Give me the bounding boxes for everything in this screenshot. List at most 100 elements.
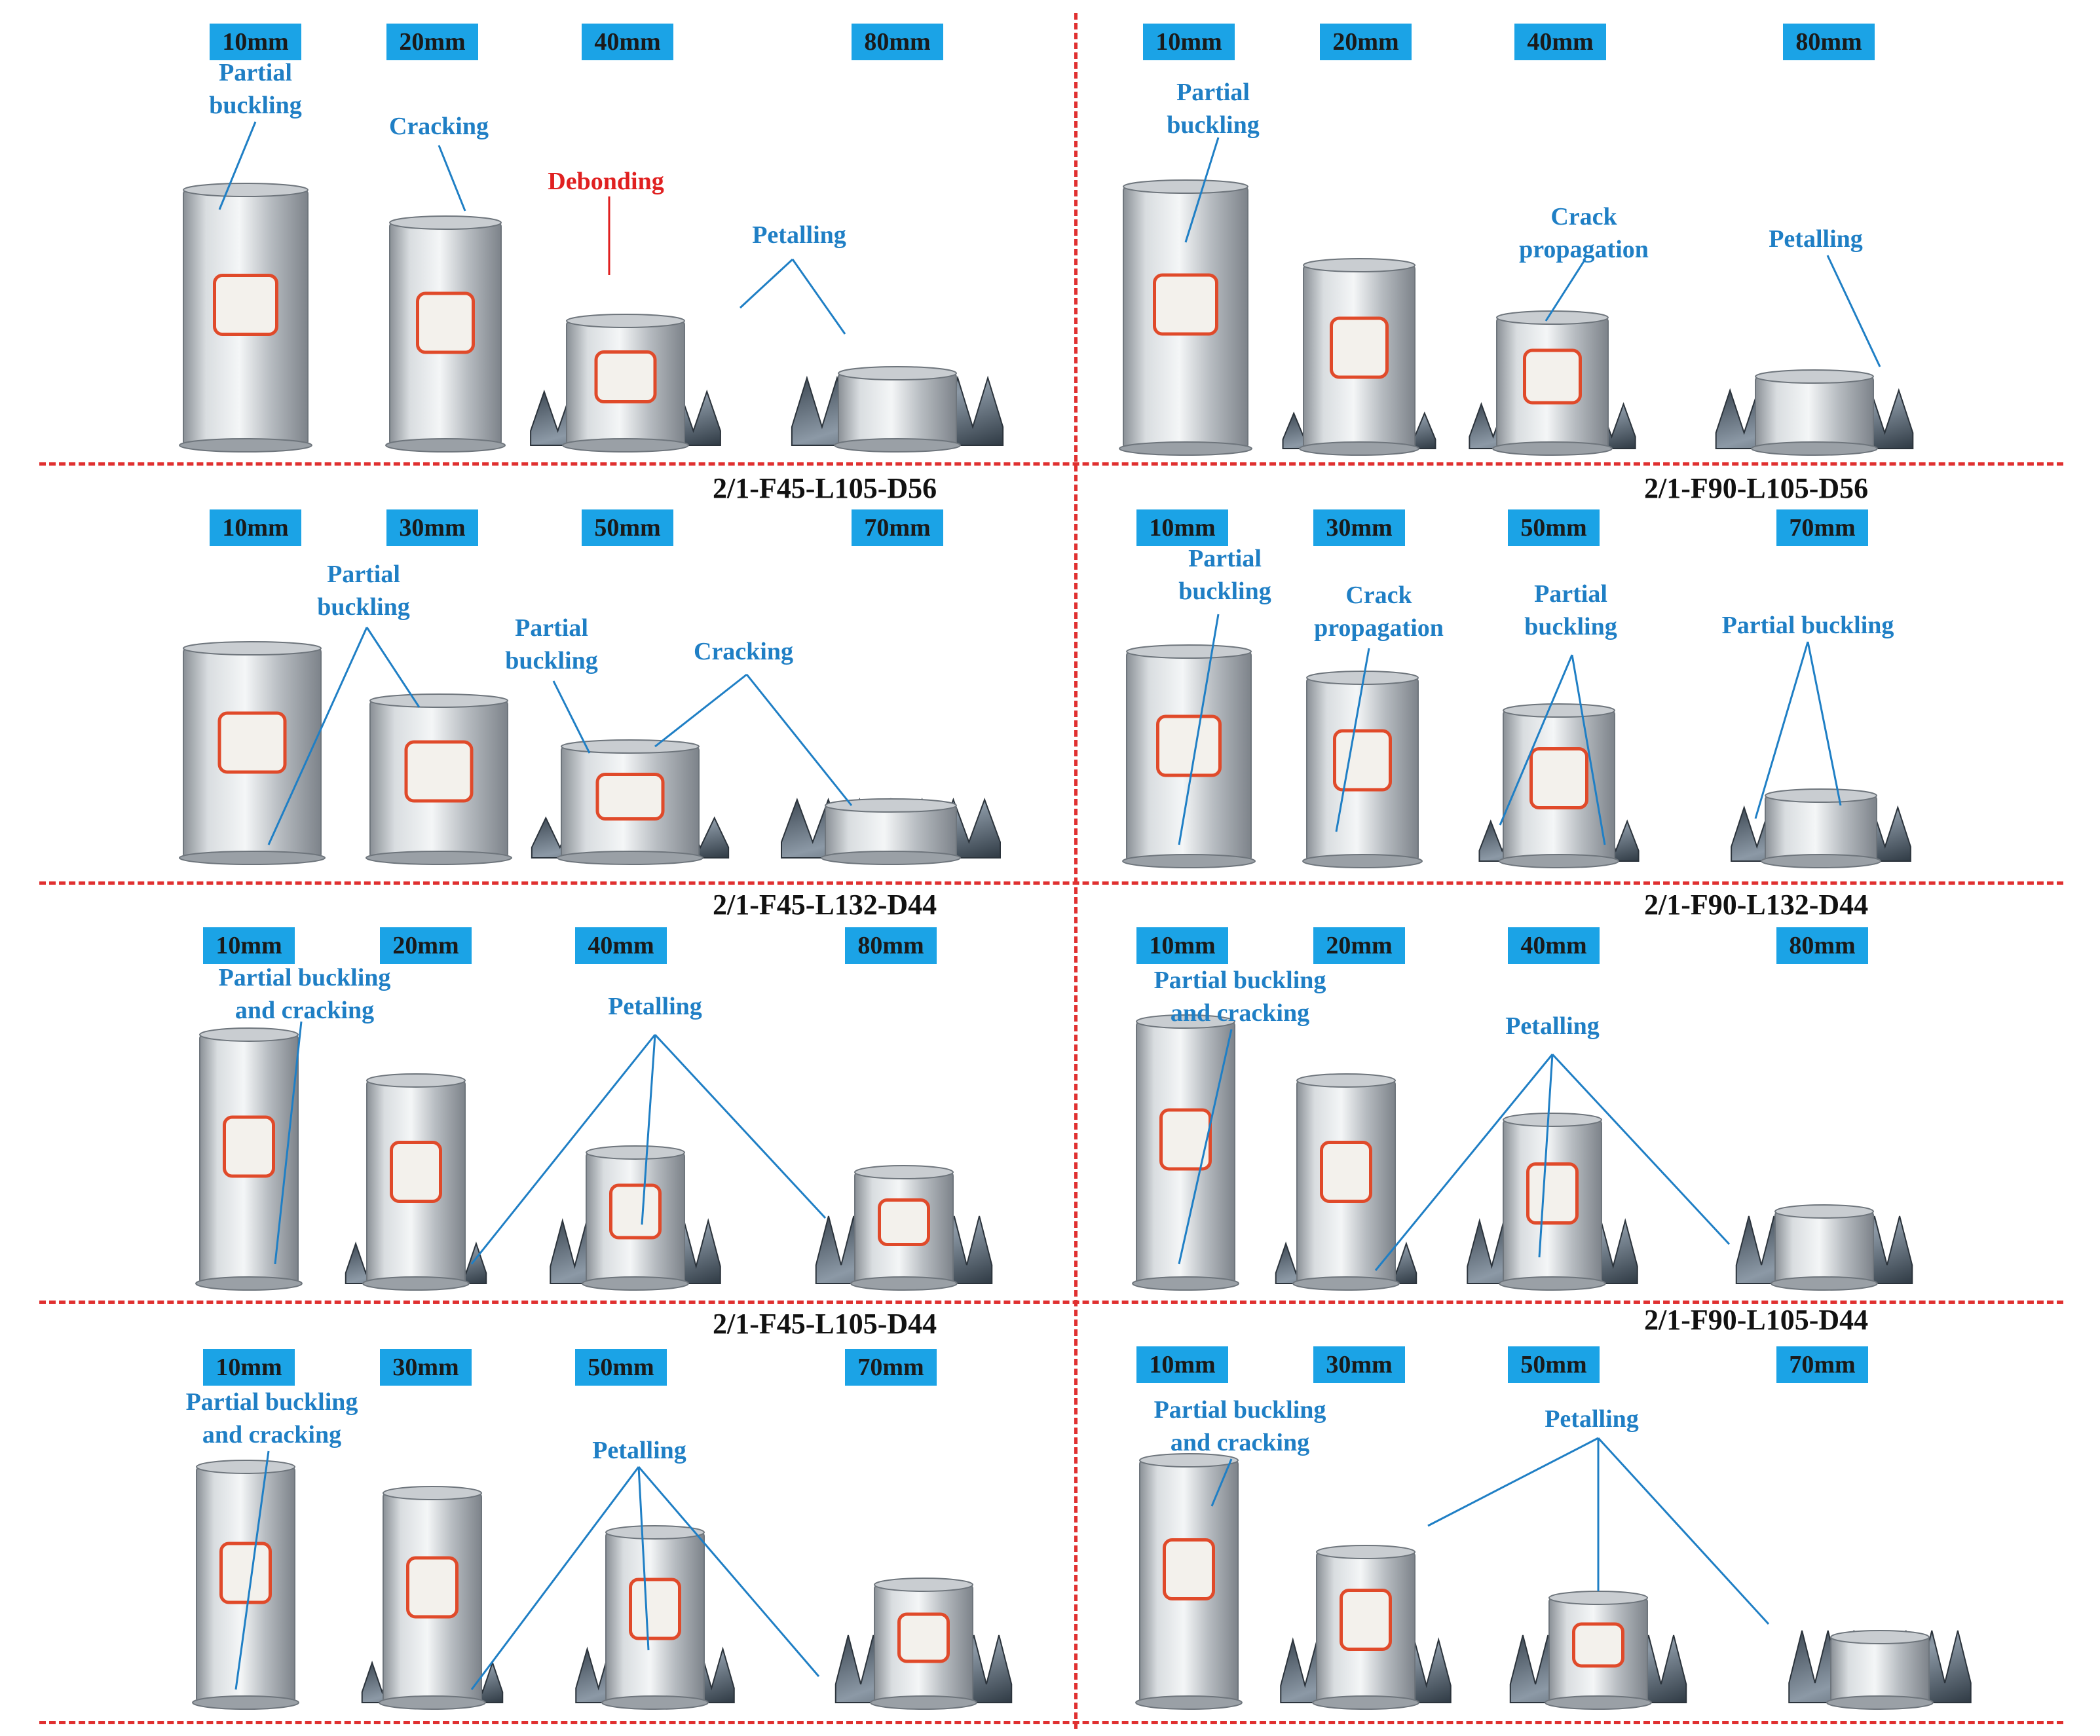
specimen-tag [594,350,657,403]
leader-line [1210,1458,1233,1507]
specimen-tag [897,1612,950,1663]
horizontal-divider-3 [39,1301,2063,1304]
tube-base-rim [1122,854,1256,868]
annotation-partial-buckling: Partial buckling [1721,612,1894,639]
leader-line [1826,255,1881,367]
leader-line [1538,1054,1554,1258]
specimen-tag [1523,348,1582,405]
leader-line [1499,654,1573,826]
tube-base-rim [1761,854,1881,868]
tube-base-rim [1312,1695,1419,1710]
displacement-label: 40mm [582,24,673,60]
specimen-code: 2/1-F90-L105-D44 [1644,1304,1869,1336]
tube-top-rim [383,1486,482,1500]
leader-line [470,1466,640,1690]
specimen-tag [213,274,278,336]
specimen-tag [1163,1538,1215,1600]
tube-top-rim [825,798,957,813]
leader-line [654,673,747,748]
specimen-tag [406,1556,459,1619]
tube-top-rim [1139,1453,1239,1468]
tube-specimen [1302,671,1423,868]
tube-top-rim [196,1460,295,1474]
leader-line [366,627,421,708]
tube-base-rim [601,1695,709,1710]
tube-top-rim [1123,179,1248,194]
specimen-tag [629,1578,681,1640]
tube-specimen [531,739,730,865]
tube-specimen [345,1073,487,1291]
tube-base-rim [821,851,961,865]
tube-top-rim [389,215,502,230]
displacement-label: 10mm [1143,24,1235,60]
tube-specimen [1731,788,1911,868]
tube-specimen [179,641,326,865]
displacement-label: 50mm [575,1349,667,1386]
tube-base-rim [1545,1695,1652,1710]
leader-line [1807,641,1842,806]
tube-base-rim [1135,1695,1243,1710]
tube-specimen [1478,703,1640,868]
displacement-label: 30mm [386,509,478,546]
annotation-petalling: Petalling [608,993,702,1020]
tube-specimen [192,1460,299,1710]
tube-base-rim [1292,1276,1400,1291]
tube-top-rim [586,1145,685,1160]
displacement-label: 10mm [203,927,295,964]
leader-line [745,674,853,806]
displacement-label: 20mm [1313,927,1405,964]
tube-base-rim [562,438,689,452]
tube-base-rim [195,1276,303,1291]
tube-top-rim [366,1073,466,1088]
displacement-label: 30mm [380,1349,472,1386]
displacement-label: 80mm [1776,927,1868,964]
tube-specimen [1715,369,1914,456]
tube-specimen [550,1145,721,1291]
leader-line [552,680,591,754]
tube-top-rim [605,1525,705,1540]
specimen-code: 2/1-F90-L105-D56 [1644,472,1869,504]
leader-line [234,1450,270,1690]
specimen-tag [404,740,474,803]
tube-top-rim [1503,703,1615,718]
leader-line [637,1466,820,1677]
specimen-tag [1529,747,1588,809]
tube-base-rim [1302,854,1423,868]
tube-specimen [815,1165,993,1291]
tube-base-rim [582,1276,689,1291]
tube-specimen [1135,1453,1243,1710]
annotation-petalling: Petalling [752,221,846,249]
tube-top-rim [1830,1630,1930,1644]
specimen-tag [1153,273,1218,336]
leader-line [1597,1437,1770,1625]
tube-top-rim [854,1165,954,1179]
tube-base-rim [1299,441,1419,456]
tube-top-rim [1136,1014,1235,1029]
displacement-label: 70mm [845,1349,937,1386]
tube-base-rim [362,1276,470,1291]
horizontal-divider-2 [39,881,2063,885]
annotation-partial-buckling: Partial buckling [317,561,410,621]
leader-line [641,1034,656,1225]
displacement-label: 30mm [1313,509,1405,546]
displacement-label: 80mm [845,927,937,964]
displacement-label: 30mm [1313,1346,1405,1383]
tube-top-rim [183,183,309,197]
specimen-tag [416,291,475,354]
specimen-tag [609,1183,662,1240]
tube-specimen [366,693,512,865]
tube-specimen [1735,1204,1913,1291]
tube-base-rim [179,438,312,452]
tube-specimen [575,1525,735,1710]
specimen-code: 2/1-F45-L132-D44 [713,889,937,921]
tube-base-rim [179,851,326,865]
tube-top-rim [1316,1545,1416,1559]
tube-top-rim [199,1027,299,1042]
tube-base-rim [366,851,512,865]
tube-specimen [361,1486,504,1710]
leader-line [791,259,846,335]
annotation-crack-propagation: Crack propagation [1519,203,1649,263]
leader-line [1571,654,1606,845]
annotation-petalling: Petalling [1545,1405,1639,1433]
displacement-label: 40mm [1514,24,1606,60]
